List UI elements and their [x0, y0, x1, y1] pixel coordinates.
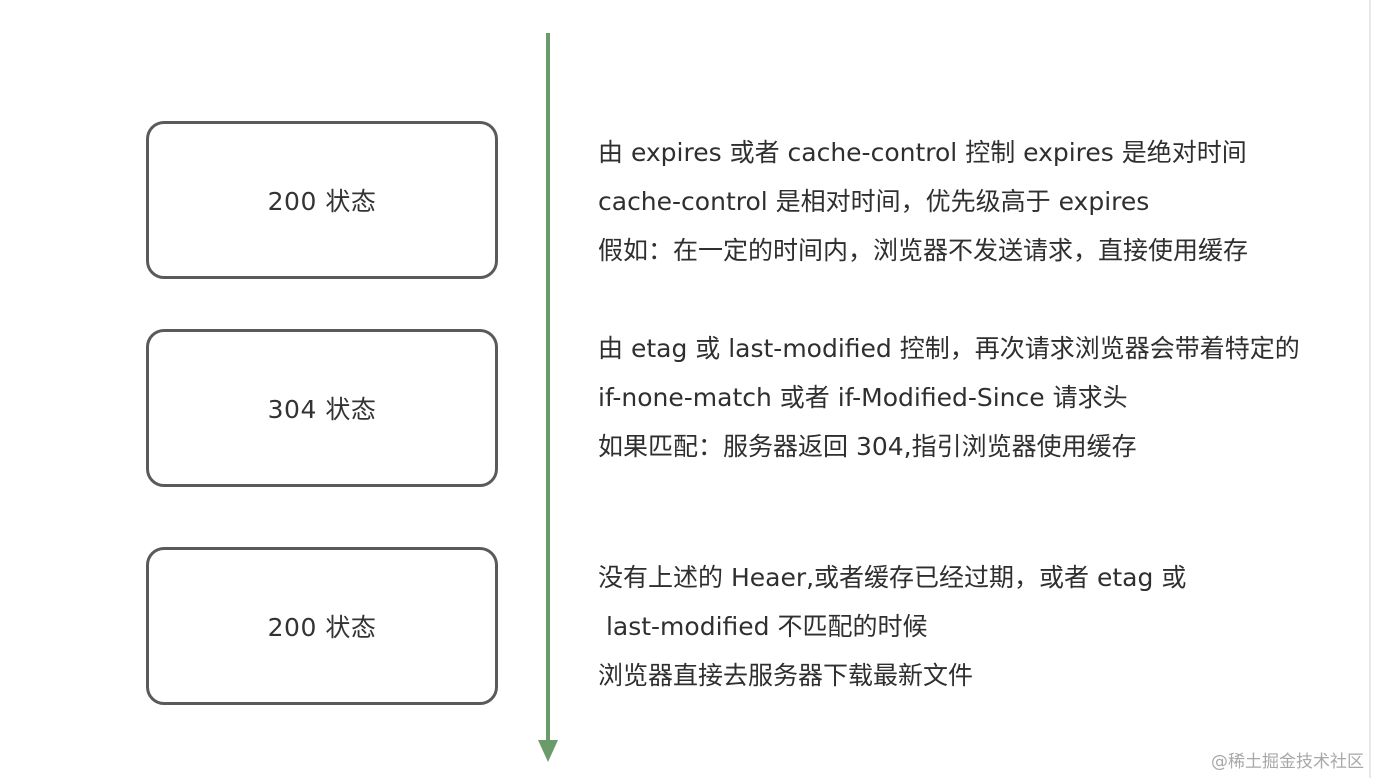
stage-1-line-1: 由 expires 或者 cache-control 控制 expires 是绝…: [598, 138, 1247, 167]
right-edge-rule: [1369, 0, 1371, 778]
stage-label-2: 304 状态: [267, 395, 377, 424]
stage-label-1: 200 状态: [267, 187, 377, 216]
stage-3-line-3: 浏览器直接去服务器下载最新文件: [598, 661, 974, 690]
stage-description-2: 由 etag 或 last-modified 控制，再次请求浏览器会带着特定的 …: [598, 324, 1370, 471]
stage-1-line-3: 假如：在一定的时间内，浏览器不发送请求，直接使用缓存: [598, 236, 1249, 265]
stage-2-line-2: if-none-match 或者 if-Modified-Since 请求头: [598, 383, 1128, 412]
stage-box-1: 200 状态: [146, 121, 498, 279]
stage-description-1: 由 expires 或者 cache-control 控制 expires 是绝…: [598, 128, 1370, 275]
stage-description-3: 没有上述的 Heaer,或者缓存已经过期，或者 etag 或 last-modi…: [598, 553, 1370, 700]
stage-3-line-1: 没有上述的 Heaer,或者缓存已经过期，或者 etag 或: [598, 563, 1187, 592]
stage-2-line-3: 如果匹配：服务器返回 304,指引浏览器使用缓存: [598, 432, 1137, 461]
stage-label-3: 200 状态: [267, 613, 377, 642]
stage-1-line-2: cache-control 是相对时间，优先级高于 expires: [598, 187, 1150, 216]
stage-3-line-2: last-modified 不匹配的时候: [598, 612, 928, 641]
stage-2-line-1: 由 etag 或 last-modified 控制，再次请求浏览器会带着特定的: [598, 334, 1300, 363]
timeline-arrow-head: [538, 740, 558, 762]
stage-box-2: 304 状态: [146, 329, 498, 487]
stage-box-3: 200 状态: [146, 547, 498, 705]
watermark: @稀土掘金技术社区: [1211, 752, 1364, 772]
